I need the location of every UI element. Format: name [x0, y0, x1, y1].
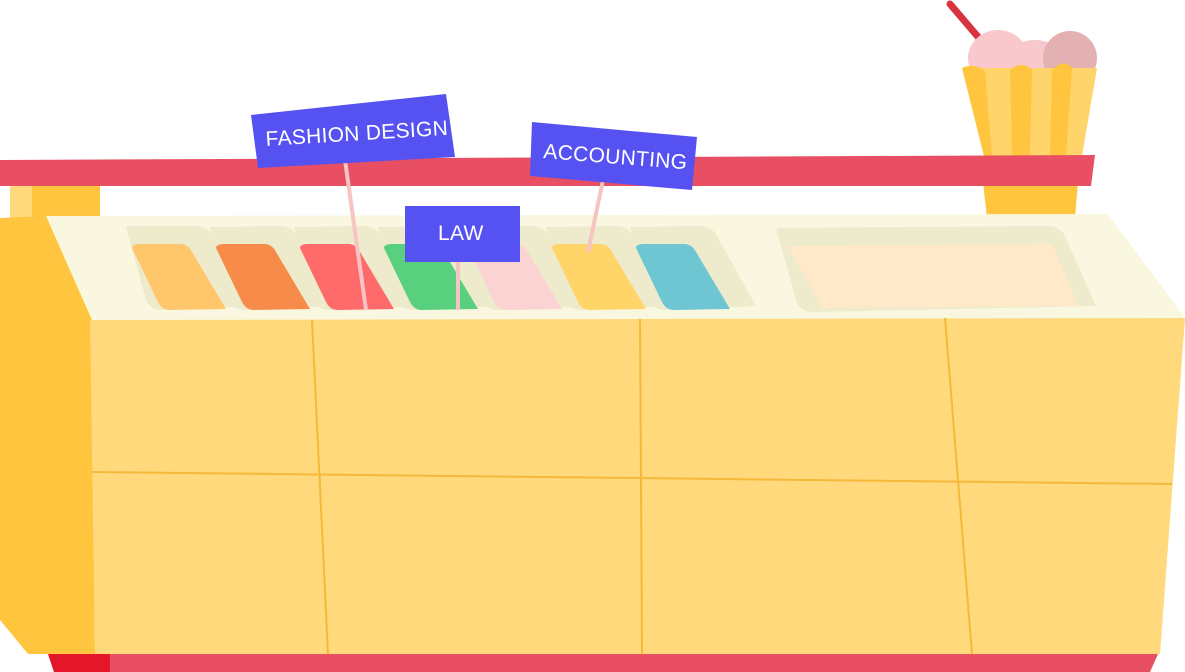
counter-side: [0, 216, 95, 654]
ice-cream-flavors: [132, 244, 730, 310]
sign-law-label: LAW: [438, 222, 484, 245]
ice-cream-cup-icon: [946, 0, 1097, 218]
ice-cream-flavor-7: [636, 244, 730, 310]
cup-stand: [983, 182, 1078, 218]
large-tray-inner: [788, 244, 1078, 308]
accounting-stick: [586, 179, 605, 253]
ice-cream-flavor-1: [132, 244, 226, 310]
ice-cream-flavor-6: [552, 244, 646, 310]
sign-accounting: ACCOUNTING: [530, 122, 697, 190]
panel-grid: [91, 317, 1173, 655]
counter-base: [48, 654, 1158, 672]
fashion-design-stick: [343, 159, 368, 311]
ice-cream-flavor-2: [216, 244, 310, 310]
sign-law: LAW: [405, 206, 520, 262]
ice-cream-flavor-3: [300, 244, 394, 310]
counter-front: [90, 318, 1185, 654]
sign-fashion-design: FASHION DESIGN: [251, 94, 455, 168]
